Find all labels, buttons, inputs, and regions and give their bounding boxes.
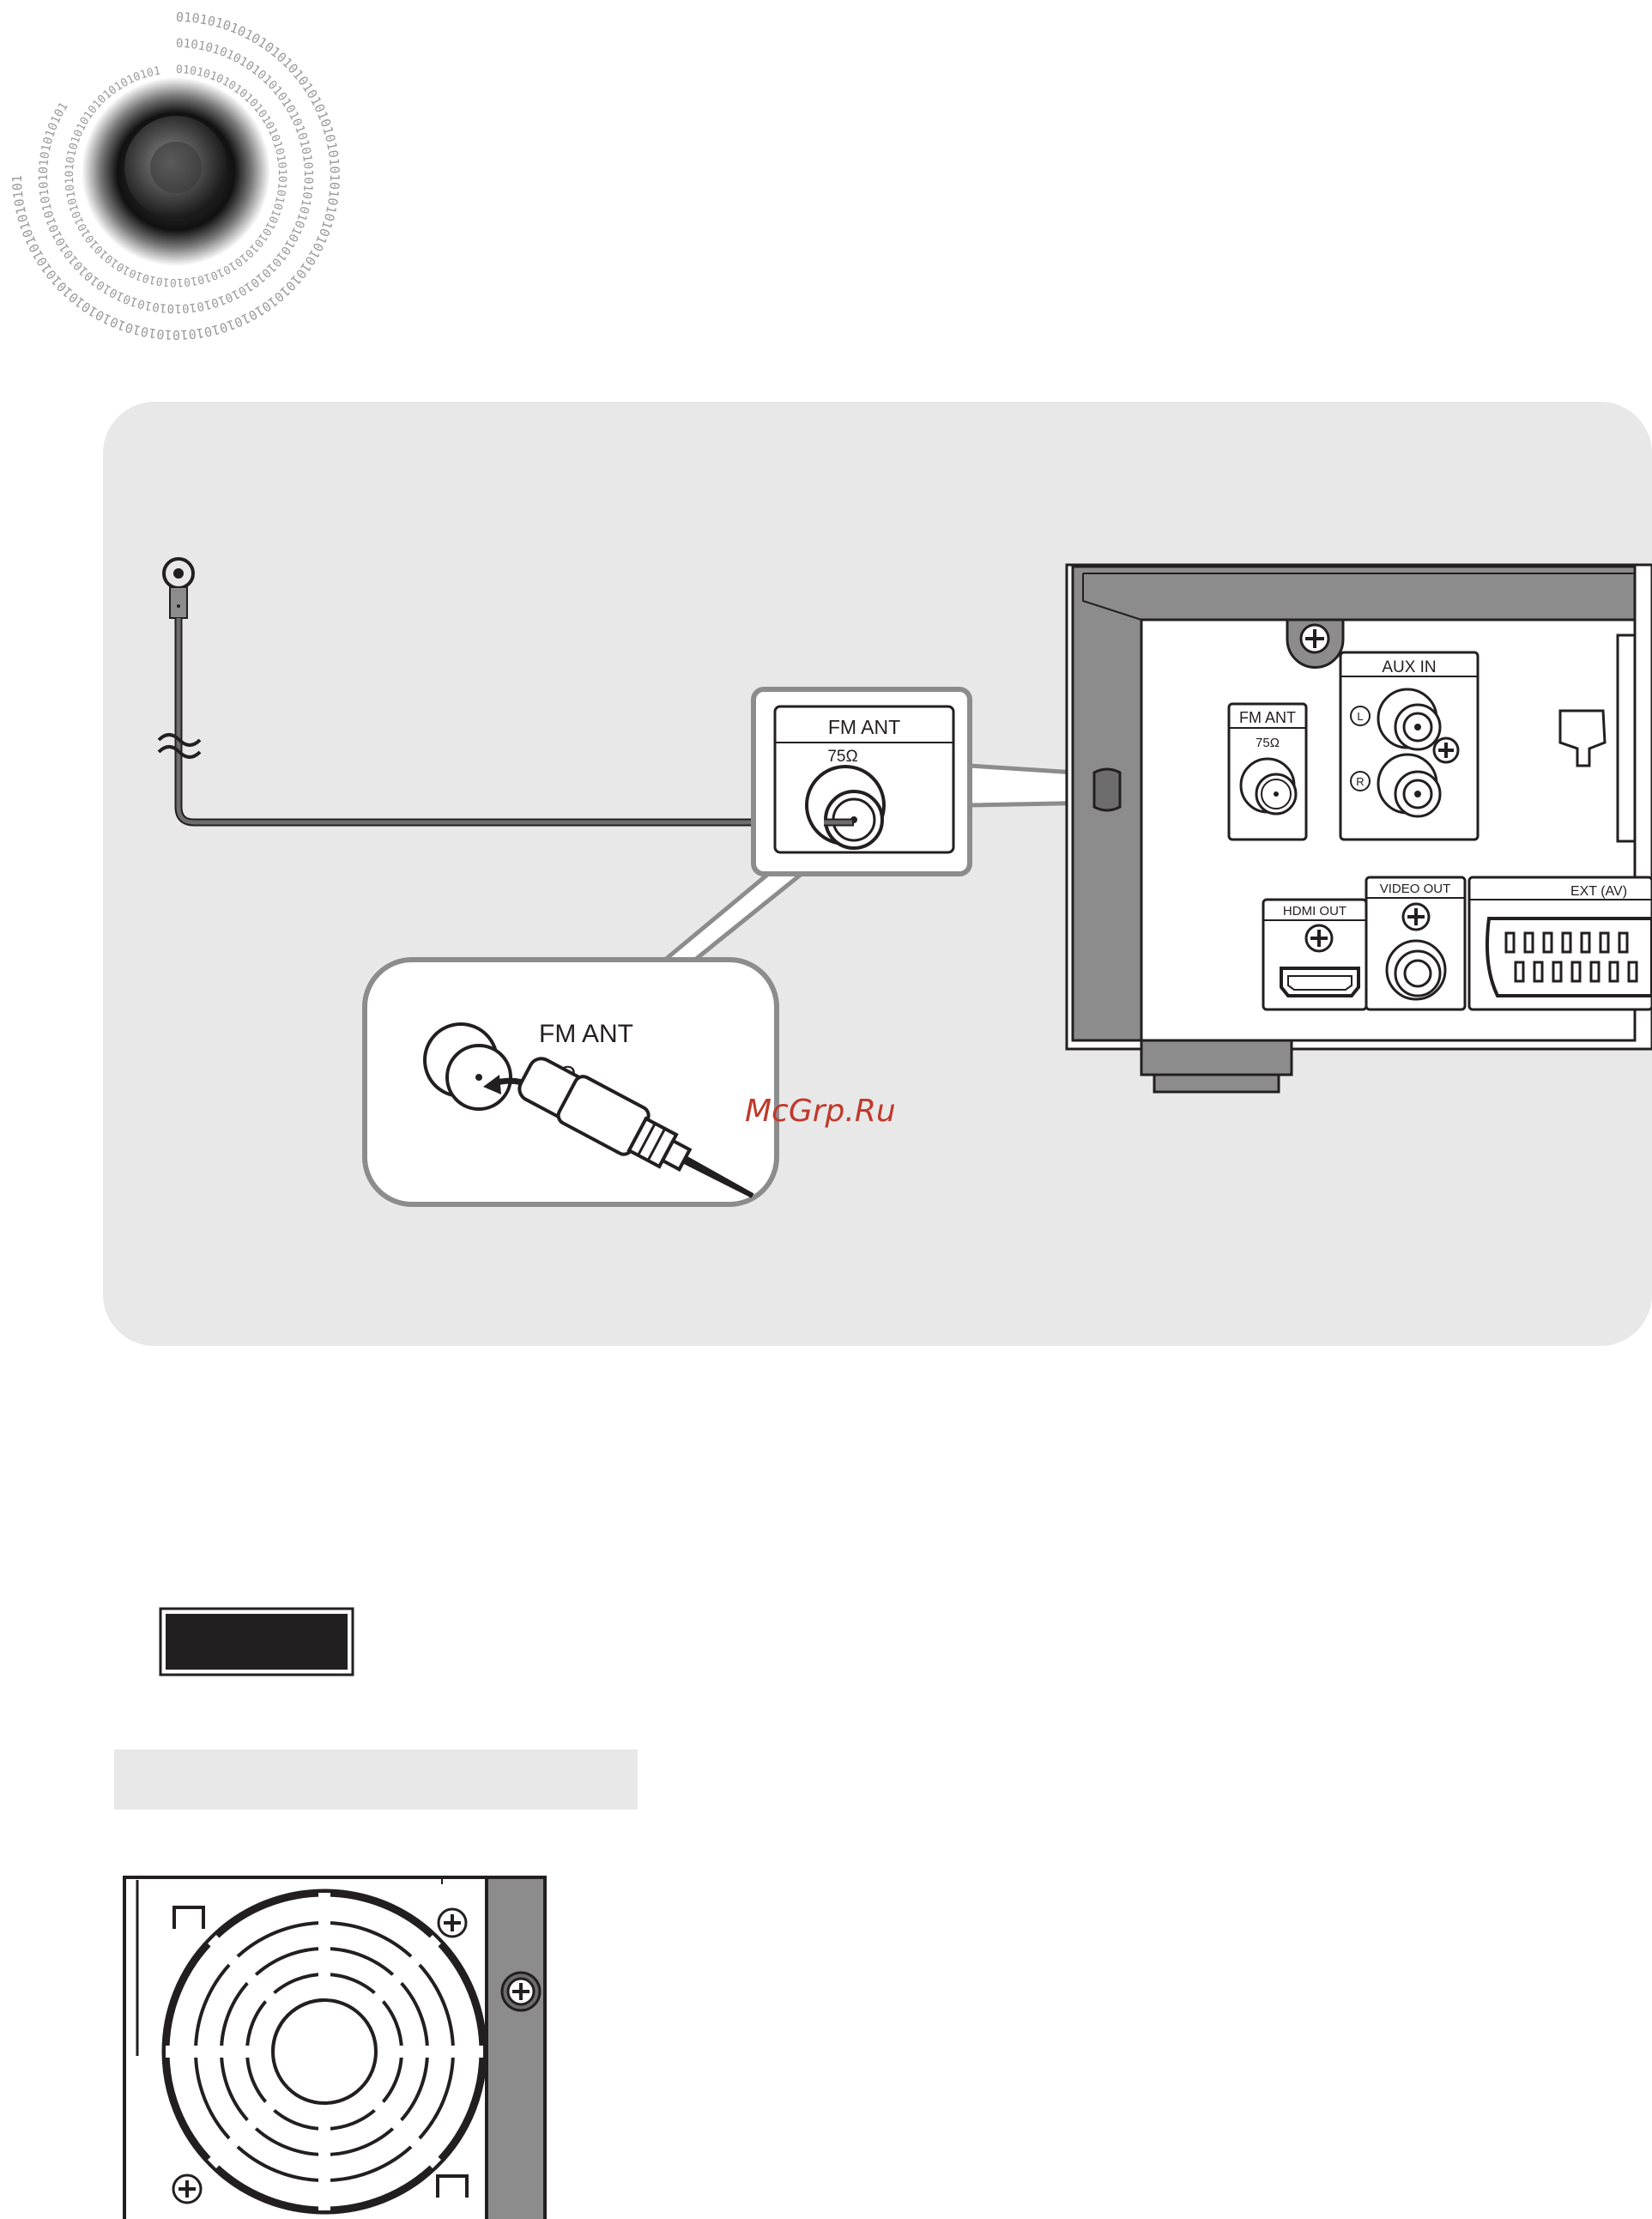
screw-icon [1401, 902, 1431, 931]
screw-icon [172, 2174, 203, 2204]
section-badge [166, 1614, 348, 1670]
screw-icon [1432, 737, 1460, 764]
screw-icon [1304, 924, 1334, 953]
section-bar [114, 1749, 638, 1810]
callout-coax-jack-icon [423, 1022, 512, 1111]
watermark-text: McGrp.Ru [745, 1094, 896, 1129]
speaker-logo-icon: 0101010101010101010101010101010101010101… [4, 4, 348, 348]
panel-fm-ant-label: FM ANT [1239, 709, 1296, 726]
fm-ant-zoom-box: FM ANT 75Ω [751, 687, 972, 876]
aux-l-badge [1350, 706, 1371, 726]
aux-l-label: L [1357, 710, 1363, 723]
screw-icon [1286, 618, 1345, 669]
aux-r-badge [1350, 771, 1371, 791]
fm-ant-callout: FM ANT 75Ω [362, 957, 779, 1207]
aux-l-jack-icon [1377, 688, 1442, 751]
device-rear-panel: FM ANT 75Ω AUX IN L R [1065, 563, 1652, 1094]
mount-tab-icon [172, 1906, 205, 1929]
ext-av-label: EXT (AV) [1570, 884, 1627, 899]
aux-in-label: AUX IN [1382, 658, 1436, 676]
hdmi-port-icon [1280, 967, 1360, 997]
video-out-jack-icon [1385, 939, 1447, 1001]
hdmi-out-label: HDMI OUT [1283, 904, 1346, 919]
video-out-label: VIDEO OUT [1380, 882, 1451, 896]
coax-plug-icon [517, 1057, 754, 1198]
panel-fm-ohm-label: 75Ω [1256, 736, 1280, 750]
screw-icon [500, 1971, 542, 2012]
scart-port-icon [1485, 917, 1652, 997]
cooling-fan-panel [123, 1876, 547, 2219]
fm-ant-jack-icon [1239, 757, 1298, 815]
mount-tab-icon [436, 2174, 469, 2198]
callout-fm-ant-label: FM ANT [539, 1020, 633, 1048]
screw-icon [437, 1907, 468, 1938]
zoom-fm-ant-label: FM ANT [828, 716, 900, 738]
fm-antenna-wire [157, 557, 858, 827]
aux-r-jack-icon [1377, 753, 1442, 818]
fan-grille-icon [161, 1889, 487, 2215]
zoom-ohm-label: 75Ω [827, 748, 857, 766]
aux-r-label: R [1356, 775, 1364, 788]
connector-slot-icon [1558, 709, 1607, 767]
